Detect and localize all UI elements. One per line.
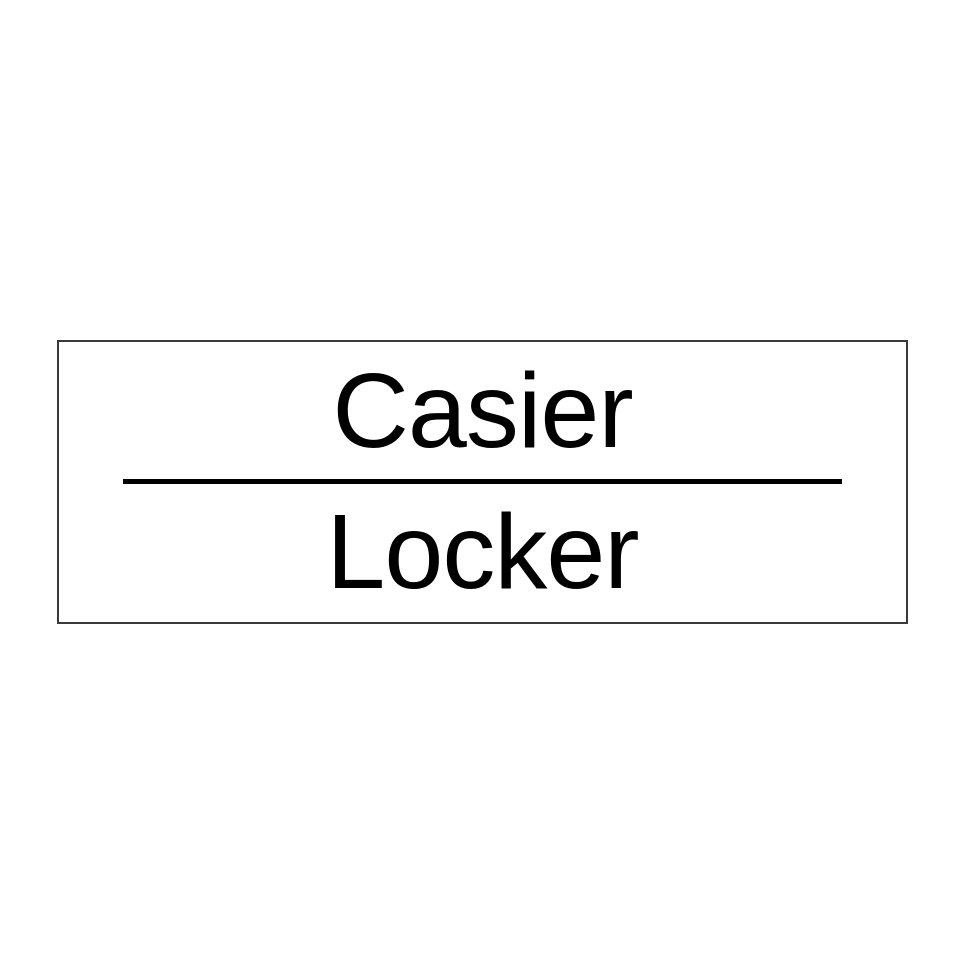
locker-sign-board: Casier Locker (57, 340, 908, 624)
divider-line (123, 479, 842, 484)
sign-text-french: Casier (332, 351, 633, 470)
sign-text-english: Locker (326, 493, 639, 611)
